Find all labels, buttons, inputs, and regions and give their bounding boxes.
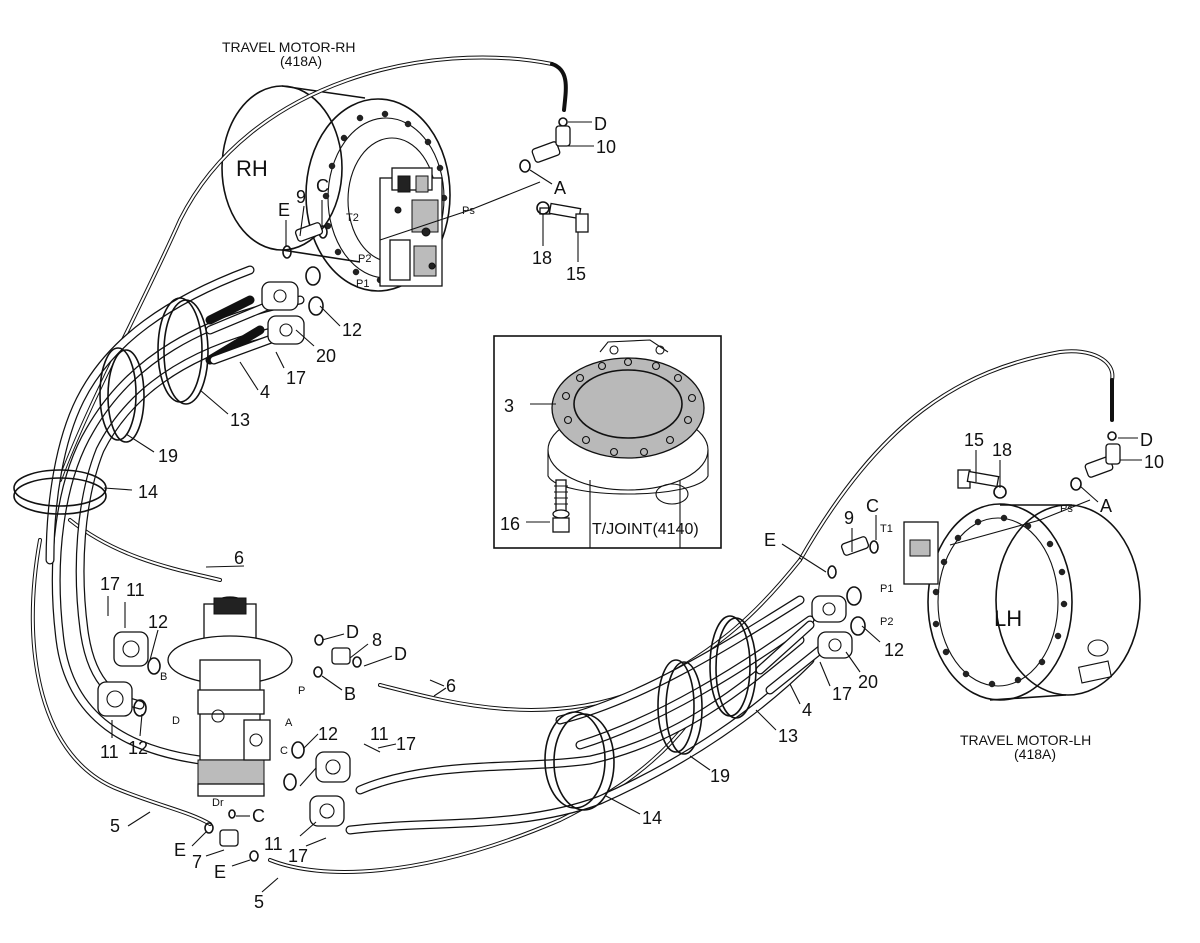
callout-13-lh: 13 — [778, 726, 798, 746]
callout-15-lh: 15 — [964, 430, 984, 450]
callout-20-lh: 20 — [858, 672, 878, 692]
clamps — [13, 297, 757, 811]
callout-7: 7 — [192, 852, 202, 872]
callout-14-rh: 14 — [138, 482, 158, 502]
rh-motor-code: (418A) — [280, 53, 322, 69]
callout-12-left-lower: 12 — [128, 738, 148, 758]
callout-11-tj-upper: 11 — [370, 724, 389, 744]
callout-11-left-upper: 11 — [126, 580, 145, 600]
callout-9-lh: 9 — [844, 508, 854, 528]
callout-c-tj: C — [252, 806, 265, 826]
callout-9-rh: 9 — [296, 187, 306, 207]
travel-motor-rh: RH T2 Ps P2 P1 — [221, 85, 475, 292]
turning-joint: P A B C D Dr — [160, 596, 305, 809]
callout-20-rh: 20 — [316, 346, 336, 366]
callout-17-left-upper: 17 — [100, 574, 120, 594]
callout-3: 3 — [504, 396, 514, 416]
callout-12-rh: 12 — [342, 320, 362, 340]
lh-motor-title: TRAVEL MOTOR-LH — [960, 732, 1091, 748]
callout-d-tj-right: D — [394, 644, 407, 664]
callout-17-tj-lower: 17 — [288, 846, 308, 866]
callout-4-rh: 4 — [260, 382, 270, 402]
callout-8: 8 — [372, 630, 382, 650]
callout-a-rh: A — [554, 178, 566, 198]
callout-e-lh: E — [764, 530, 776, 550]
callout-a-lh: A — [1100, 496, 1112, 516]
callout-11-tj-lower: 11 — [264, 834, 283, 854]
main-hose-bundle — [45, 265, 815, 835]
lh-port-p2: P2 — [880, 616, 893, 628]
callout-labels: D 10 A 18 15 E 9 C 12 20 17 4 13 19 14 3… — [100, 114, 1164, 912]
callout-e-lower-right: E — [214, 862, 226, 882]
callout-14-lh: 14 — [642, 808, 662, 828]
callout-19-lh: 19 — [710, 766, 730, 786]
rh-motor-mark: RH — [236, 156, 268, 181]
rh-port-p1: P1 — [356, 278, 369, 290]
tj-port-a: A — [285, 717, 293, 729]
tj-port-dr: Dr — [212, 797, 224, 809]
travel-motor-lh: LH T1 Ps P1 P2 — [880, 503, 1141, 701]
callout-19-rh: 19 — [158, 446, 178, 466]
lh-port-p1: P1 — [880, 583, 893, 595]
callout-17-rh: 17 — [286, 368, 306, 388]
rh-motor-title: TRAVEL MOTOR-RH — [222, 39, 356, 55]
pipes-4 — [205, 300, 825, 695]
callout-5-upper: 5 — [110, 816, 120, 836]
inset-box: T/JOINT(4140) — [493, 335, 722, 549]
callout-e-rh: E — [278, 200, 290, 220]
callout-15-rh: 15 — [566, 264, 586, 284]
callout-5-lower: 5 — [254, 892, 264, 912]
callout-b-tj: B — [344, 684, 356, 704]
rh-port-p2: P2 — [358, 253, 371, 265]
callout-c-lh: C — [866, 496, 879, 516]
callout-10-lh: 10 — [1144, 452, 1164, 472]
lh-motor-code: (418A) — [1014, 746, 1056, 762]
callout-11-left-lower: 11 — [100, 742, 119, 762]
split-flanges — [97, 281, 853, 827]
lh-motor-mark: LH — [994, 606, 1022, 631]
leader-lines — [103, 121, 1142, 893]
callout-e-lower-left: E — [174, 840, 186, 860]
callout-17-lh: 17 — [832, 684, 852, 704]
callout-10-rh: 10 — [596, 137, 616, 157]
tj-port-d: D — [172, 715, 180, 727]
tj-port-c: C — [280, 745, 288, 757]
callout-16: 16 — [500, 514, 520, 534]
callout-6-upper: 6 — [234, 548, 244, 568]
pilot-hoses — [30, 55, 1115, 874]
callout-6-lower: 6 — [446, 676, 456, 696]
callout-d-rh: D — [594, 114, 607, 134]
callout-17-tj-upper: 17 — [396, 734, 416, 754]
callout-12-tj: 12 — [318, 724, 338, 744]
callout-d-lh: D — [1140, 430, 1153, 450]
rh-port-t2: T2 — [346, 212, 359, 224]
lh-port-t1: T1 — [880, 523, 893, 535]
fittings — [219, 125, 1121, 847]
inset-caption: T/JOINT(4140) — [592, 521, 699, 538]
callout-d-tj-left: D — [346, 622, 359, 642]
callout-18-lh: 18 — [992, 440, 1012, 460]
callout-c-rh: C — [316, 176, 329, 196]
tj-port-p: P — [298, 685, 305, 697]
callout-12-left-upper: 12 — [148, 612, 168, 632]
callout-18-rh: 18 — [532, 248, 552, 268]
tj-port-b: B — [160, 671, 167, 683]
callout-13-rh: 13 — [230, 410, 250, 430]
callout-4-lh: 4 — [802, 700, 812, 720]
callout-12-lh: 12 — [884, 640, 904, 660]
